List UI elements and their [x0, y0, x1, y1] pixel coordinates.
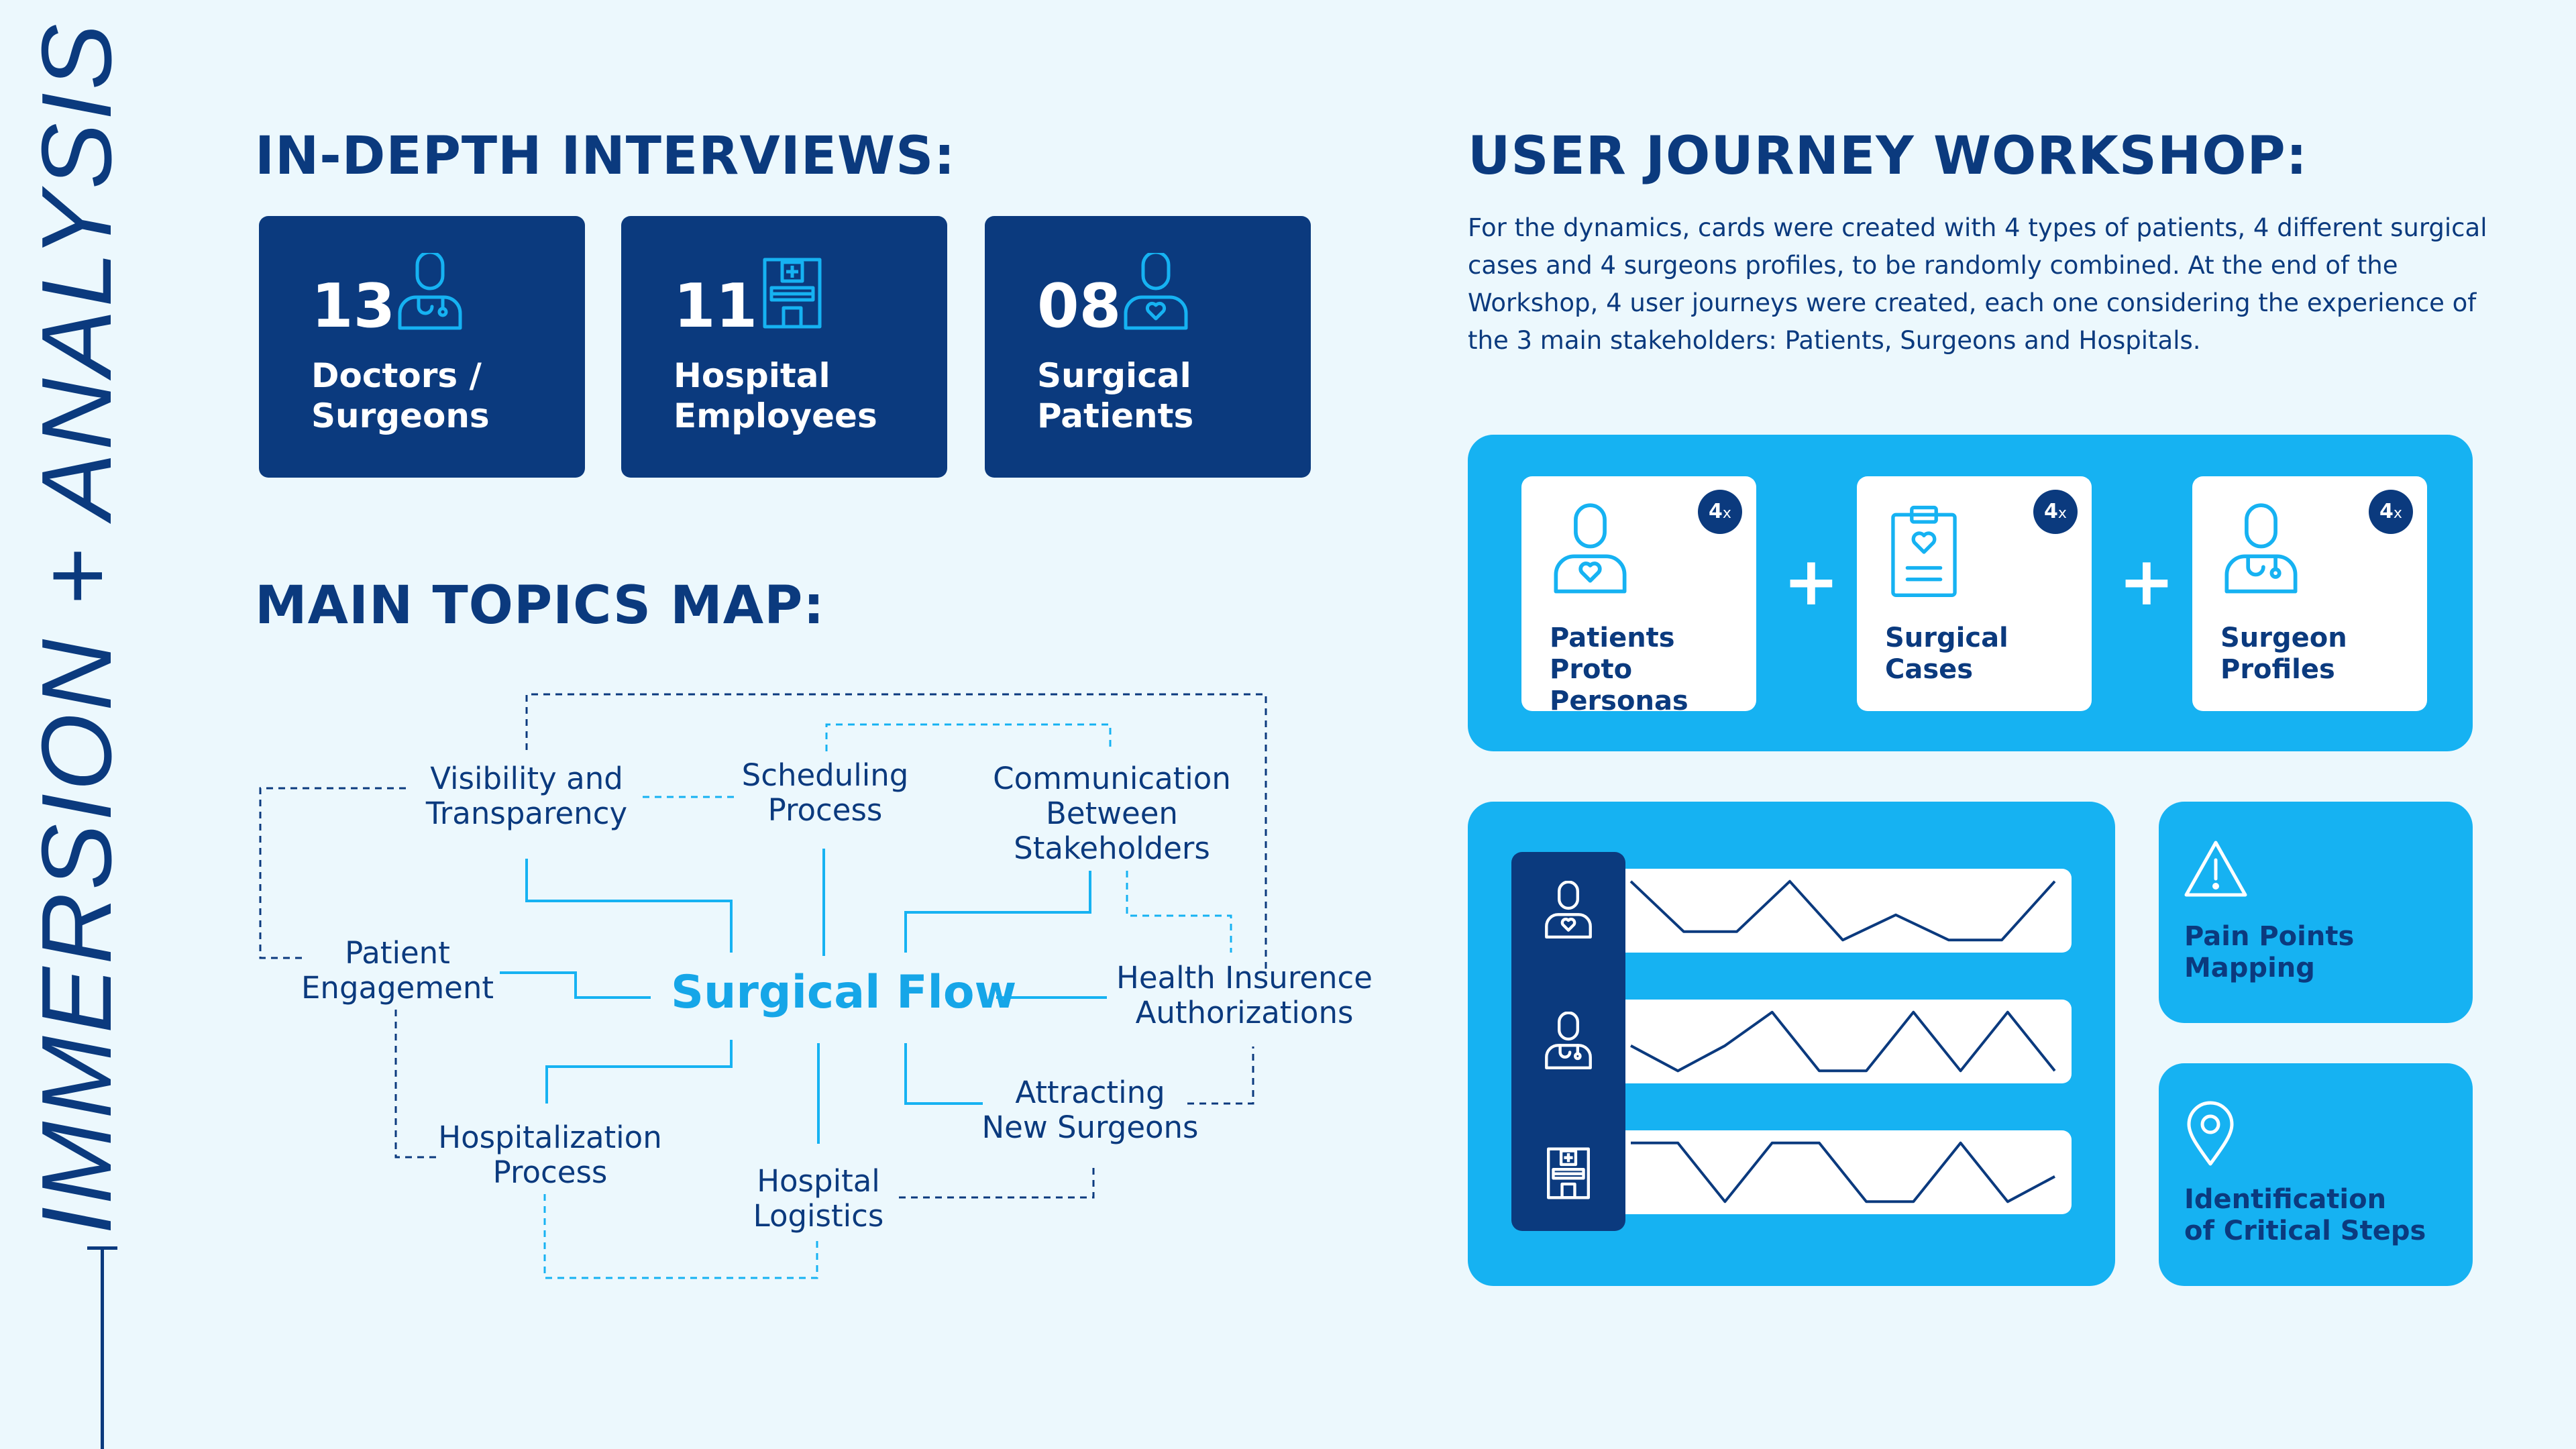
plus-sign: + — [2118, 542, 2175, 621]
surgical-flow-center: Surgical Flow — [671, 966, 1017, 1019]
patient-icon — [1554, 503, 1627, 594]
workshop-title: USER JOURNEY WORKSHOP: — [1468, 126, 2308, 186]
journey-line — [1629, 879, 2056, 942]
hospital-icon — [763, 258, 822, 329]
clipboard-icon — [1891, 505, 1957, 597]
quantity-badge: 4x — [2369, 490, 2413, 534]
doctor-icon — [2224, 503, 2298, 594]
journey-row — [1625, 1130, 2072, 1214]
journey-map-panel — [1468, 802, 2115, 1286]
patient-icon — [1124, 253, 1188, 330]
stat-number: 08 — [1037, 271, 1122, 341]
stat-number: 13 — [311, 271, 396, 341]
topics-map-title: MAIN TOPICS MAP: — [255, 576, 825, 636]
stat-label: Hospital Employees — [674, 356, 877, 435]
hospital-icon — [1547, 1147, 1590, 1199]
stat-label: Surgical Patients — [1037, 356, 1194, 435]
stat-card-doctors: 13 Doctors / Surgeons — [259, 216, 585, 478]
side-divider-line — [101, 1248, 104, 1449]
journey-line — [1631, 1141, 2055, 1203]
doctor-icon — [1545, 1012, 1592, 1069]
journey-row — [1625, 1000, 2072, 1083]
quantity-badge: 4x — [2033, 490, 2078, 534]
stat-label: Doctors / Surgeons — [311, 356, 490, 435]
warning-icon — [2184, 841, 2247, 897]
interviews-title: IN-DEPTH INTERVIEWS: — [255, 126, 956, 186]
quantity-badge: 4x — [1698, 490, 1742, 534]
stat-card-patients: 08 Surgical Patients — [985, 216, 1311, 478]
stat-card-hospital: 11 Hospital Employees — [621, 216, 947, 478]
side-divider-tick — [87, 1246, 117, 1250]
doctor-icon — [398, 253, 462, 330]
stat-number: 11 — [674, 271, 758, 341]
workshop-description: For the dynamics, cards were created wit… — [1468, 213, 2487, 355]
journey-line — [1630, 1010, 2056, 1073]
journey-row — [1625, 869, 2072, 953]
location-pin-icon — [2187, 1101, 2234, 1166]
plus-sign: + — [1783, 542, 1839, 621]
patient-icon — [1545, 881, 1592, 938]
